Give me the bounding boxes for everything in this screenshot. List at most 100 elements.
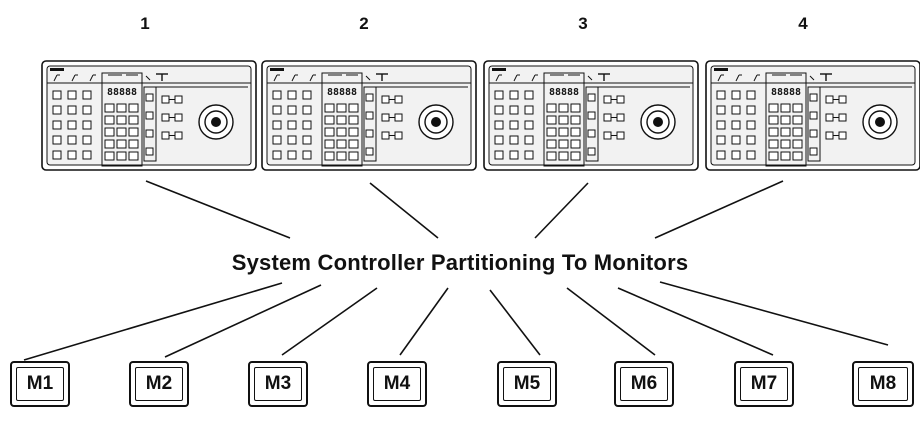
function-key <box>324 127 335 137</box>
side-key <box>145 147 154 156</box>
ptz-button-a <box>825 113 834 122</box>
keypad-key <box>302 135 312 145</box>
function-key <box>780 139 791 149</box>
function-key <box>116 151 127 161</box>
keypad-key <box>272 105 282 115</box>
side-key <box>587 111 596 120</box>
keypad-key <box>746 150 756 160</box>
brand-mark <box>50 68 64 71</box>
top-slash-icon <box>587 75 593 81</box>
function-key <box>348 139 359 149</box>
top-lever-icon <box>735 74 740 82</box>
function-key <box>128 139 139 149</box>
function-key <box>546 127 557 137</box>
function-key <box>128 115 139 125</box>
monitor-m3: M3 <box>248 361 308 407</box>
keypad-key <box>52 105 62 115</box>
display-section <box>765 72 807 167</box>
top-slash-icon <box>365 75 371 81</box>
monitor-m5: M5 <box>497 361 557 407</box>
ptz-button-a <box>825 131 834 140</box>
function-key <box>336 151 347 161</box>
monitor-m1: M1 <box>10 361 70 407</box>
keypad-key <box>272 90 282 100</box>
top-lever-icon <box>273 74 278 82</box>
side-key <box>365 93 374 102</box>
function-key <box>570 127 581 137</box>
display-section <box>543 72 585 167</box>
function-key <box>104 127 115 137</box>
ptz-button-a <box>603 95 612 104</box>
function-key <box>768 115 779 125</box>
monitor-m4-label: M4 <box>373 367 421 401</box>
keypad-key <box>716 135 726 145</box>
monitor-m6: M6 <box>614 361 674 407</box>
keypad-key <box>524 105 534 115</box>
ptz-button-b <box>616 131 625 140</box>
keypad-key <box>67 90 77 100</box>
monitor-m4: M4 <box>367 361 427 407</box>
side-key <box>809 111 818 120</box>
ptz-button-a <box>603 131 612 140</box>
ptz-button-a <box>381 95 390 104</box>
side-key <box>809 147 818 156</box>
keypad-key <box>494 150 504 160</box>
segment-display: 88888 <box>549 87 579 98</box>
function-key <box>336 103 347 113</box>
function-key <box>546 103 557 113</box>
connection-line-6 <box>164 284 322 358</box>
ptz-button-b <box>394 131 403 140</box>
ptz-button-b <box>838 131 847 140</box>
top-slash-icon <box>145 75 151 81</box>
function-key <box>558 115 569 125</box>
controller-1-number: 1 <box>140 14 150 33</box>
keypad-key <box>494 105 504 115</box>
function-key <box>116 139 127 149</box>
side-key <box>587 147 596 156</box>
function-key <box>570 151 581 161</box>
function-key <box>558 127 569 137</box>
keypad-key <box>82 105 92 115</box>
function-key <box>570 103 581 113</box>
keypad-key <box>302 90 312 100</box>
connection-line-10 <box>566 287 656 356</box>
function-key <box>348 103 359 113</box>
function-key <box>324 139 335 149</box>
function-key <box>546 115 557 125</box>
segment-display: 88888 <box>107 87 137 98</box>
side-key <box>587 93 596 102</box>
function-key <box>792 151 803 161</box>
function-key <box>780 127 791 137</box>
joystick-knob-icon <box>653 117 663 127</box>
monitor-m2: M2 <box>129 361 189 407</box>
keypad-key <box>716 105 726 115</box>
connection-line-7 <box>281 287 378 356</box>
controller-keyboard-3: 88888 <box>483 60 699 171</box>
function-key <box>348 127 359 137</box>
keypad-key <box>82 150 92 160</box>
keypad-key <box>302 150 312 160</box>
connection-line-5 <box>23 282 283 361</box>
function-key <box>768 127 779 137</box>
function-key <box>128 103 139 113</box>
keypad-key <box>746 120 756 130</box>
keypad-key <box>494 135 504 145</box>
ptz-button-b <box>838 113 847 122</box>
function-key <box>324 103 335 113</box>
side-key-column <box>143 86 157 162</box>
ptz-button-b <box>174 113 183 122</box>
function-key <box>792 139 803 149</box>
keypad-key <box>731 90 741 100</box>
keypad-key <box>52 120 62 130</box>
keypad-key <box>746 90 756 100</box>
function-key <box>570 115 581 125</box>
function-key <box>324 115 335 125</box>
controller-keyboard-1: 88888 <box>41 60 257 171</box>
function-key <box>116 127 127 137</box>
keypad-key <box>52 135 62 145</box>
connection-line-8 <box>399 287 449 356</box>
function-key <box>104 151 115 161</box>
side-key <box>365 147 374 156</box>
top-lever-icon <box>495 74 500 82</box>
